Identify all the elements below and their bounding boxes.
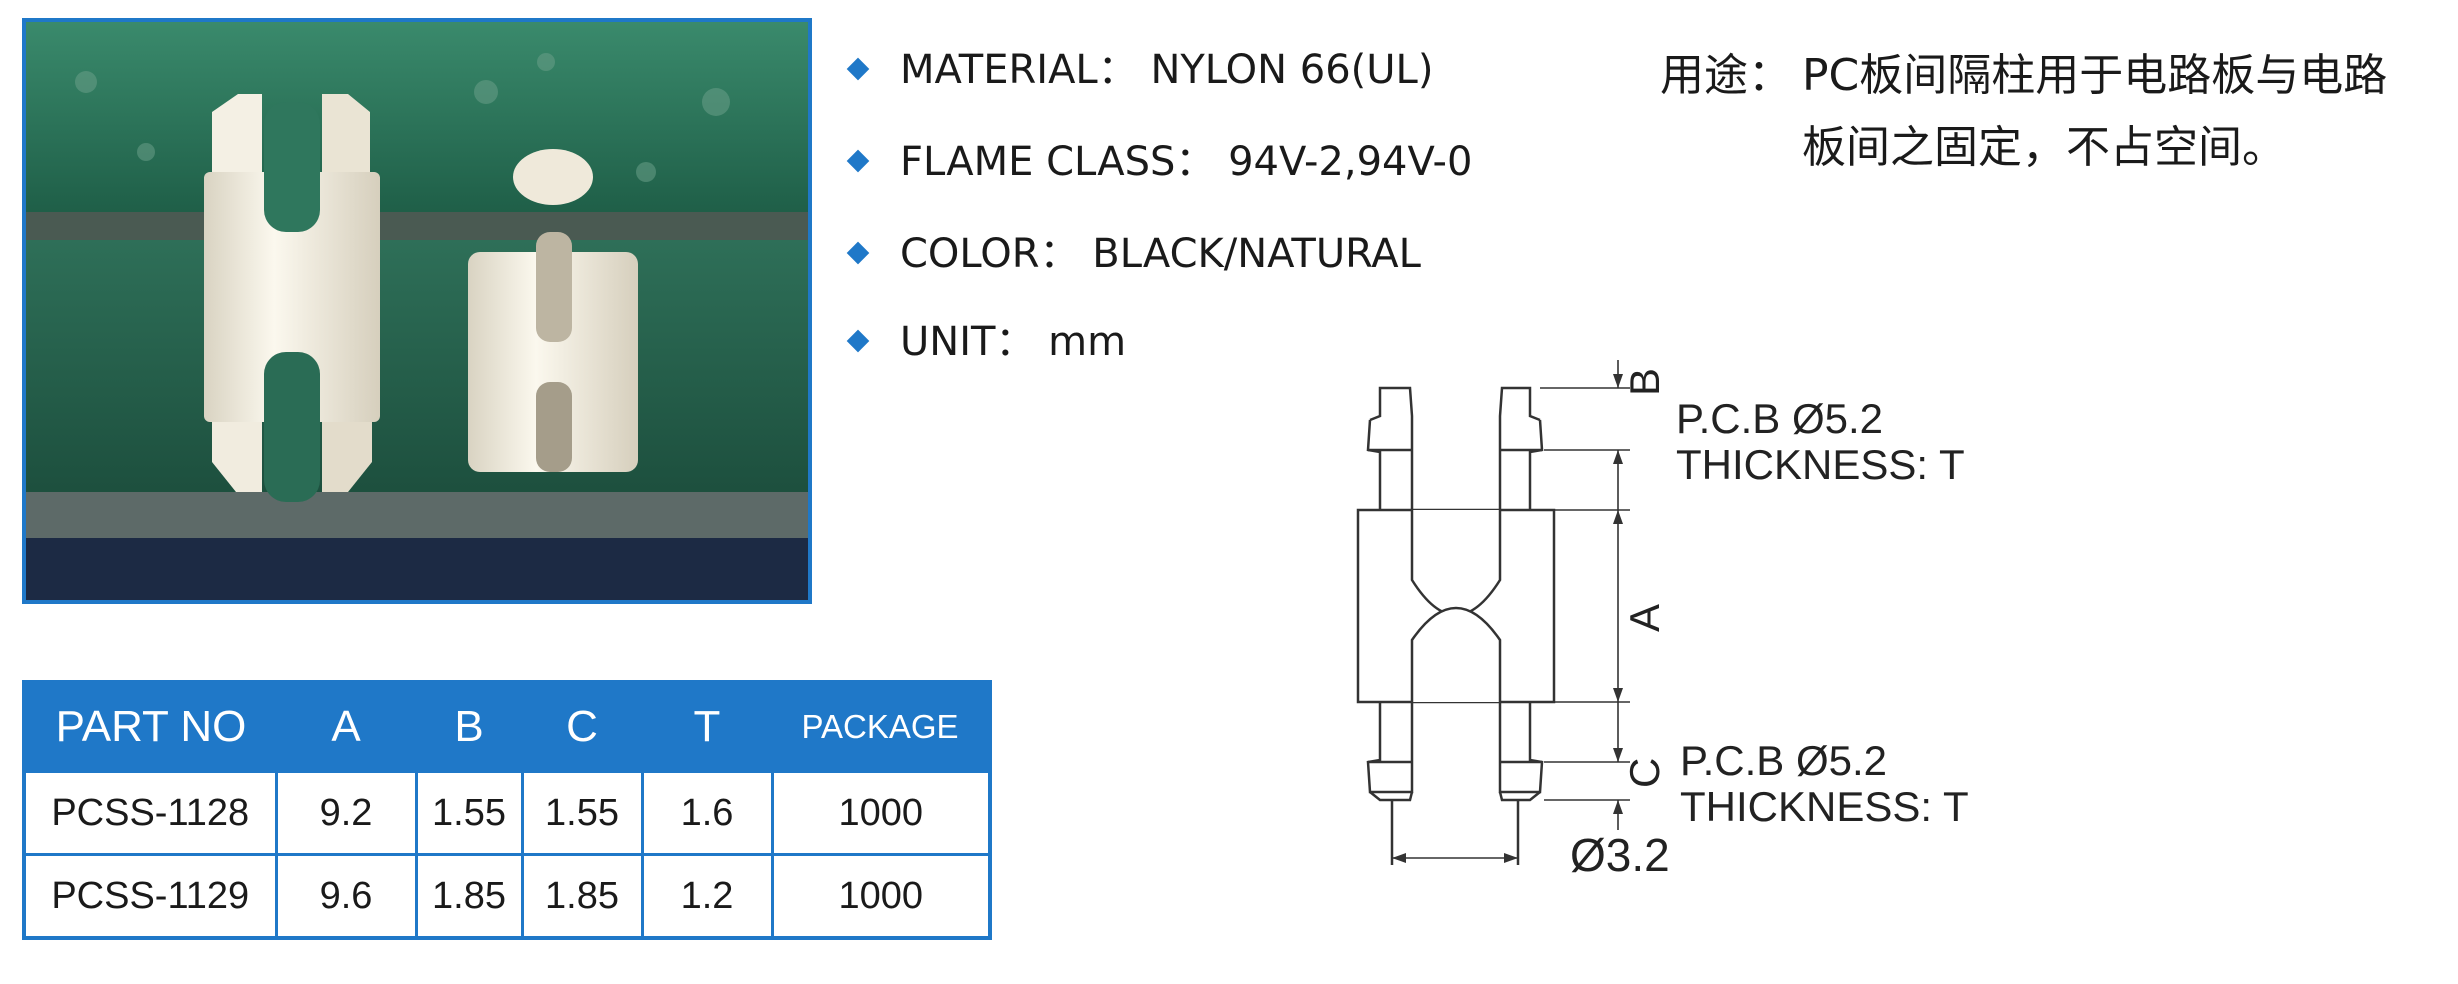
cell-t: 1.6 [640, 770, 774, 856]
spec-color: COLOR： BLACK/NATURAL [846, 230, 1421, 278]
diamond-bullet-icon [846, 149, 870, 173]
pcb-bottom-thickness: THICKNESS: T [1680, 783, 1969, 830]
technical-drawing: B A C P.C.B Ø5.2 THICKNESS: T P.C.B Ø5.2… [1300, 360, 2000, 920]
usage-line-1: PC板间隔柱用于电路板与电路 [1802, 50, 2388, 101]
dimension-arrows [1392, 374, 1623, 863]
usage-description: 用途：PC板间隔柱用于电路板与电路 板间之固定，不占空间。 [1660, 40, 2387, 184]
parts-table: PART NO A B C T PACKAGE PCSS-1128 9.2 1.… [22, 680, 992, 940]
cell-part-no: PCSS-1128 [22, 770, 278, 856]
cell-b: 1.85 [414, 853, 524, 940]
dim-label-a: A [1621, 603, 1668, 632]
cell-package: 1000 [770, 770, 992, 856]
cell-c: 1.55 [520, 770, 644, 856]
pcb-top-thickness: THICKNESS: T [1676, 441, 1965, 488]
header-part-no: PART NO [24, 682, 276, 772]
cell-a: 9.2 [274, 770, 418, 856]
spec-label: COLOR： [900, 231, 1080, 277]
cell-c: 1.85 [520, 853, 644, 940]
spec-label: UNIT： [900, 319, 1036, 365]
table-row: PCSS-1129 9.6 1.85 1.85 1.2 1000 [22, 853, 992, 940]
cell-t: 1.2 [640, 853, 774, 940]
diamond-bullet-icon [846, 57, 870, 81]
pcb-top-diameter: P.C.B Ø5.2 [1676, 395, 1884, 442]
dimension-lines [1392, 360, 1630, 859]
header-b: B [416, 682, 522, 772]
dim-label-b: B [1621, 367, 1668, 396]
spec-material: MATERIAL： NYLON 66(UL) [846, 46, 1434, 94]
cell-a: 9.6 [274, 853, 418, 940]
header-package: PACKAGE [772, 682, 990, 772]
spacer-outline [1356, 386, 1556, 865]
spec-value: NYLON 66(UL) [1150, 47, 1434, 93]
spec-flame-class: FLAME CLASS： 94V-2,94V-0 [846, 138, 1473, 186]
dim-label-c: C [1621, 757, 1668, 788]
header-t: T [642, 682, 772, 772]
spec-label: MATERIAL： [900, 47, 1138, 93]
spec-value: 94V-2,94V-0 [1228, 139, 1473, 185]
pcb-bottom-diameter: P.C.B Ø5.2 [1680, 737, 1888, 784]
cell-part-no: PCSS-1129 [22, 853, 278, 940]
usage-label: 用途： [1660, 50, 1792, 101]
header-c: C [522, 682, 642, 772]
header-a: A [276, 682, 416, 772]
cell-package: 1000 [770, 853, 992, 940]
diamond-bullet-icon [846, 329, 870, 353]
spec-unit: UNIT： mm [846, 318, 1127, 366]
product-photo [22, 18, 812, 604]
spec-value: BLACK/NATURAL [1092, 231, 1421, 277]
spec-label: FLAME CLASS： [900, 139, 1216, 185]
cell-b: 1.55 [414, 770, 524, 856]
spec-value: mm [1048, 319, 1127, 365]
usage-line-2: 板间之固定，不占空间。 [1802, 122, 2286, 173]
table-row: PCSS-1128 9.2 1.55 1.55 1.6 1000 [22, 770, 992, 856]
table-header-row: PART NO A B C T PACKAGE [24, 682, 990, 772]
diamond-bullet-icon [846, 241, 870, 265]
dim-label-diameter: Ø3.2 [1570, 829, 1670, 881]
